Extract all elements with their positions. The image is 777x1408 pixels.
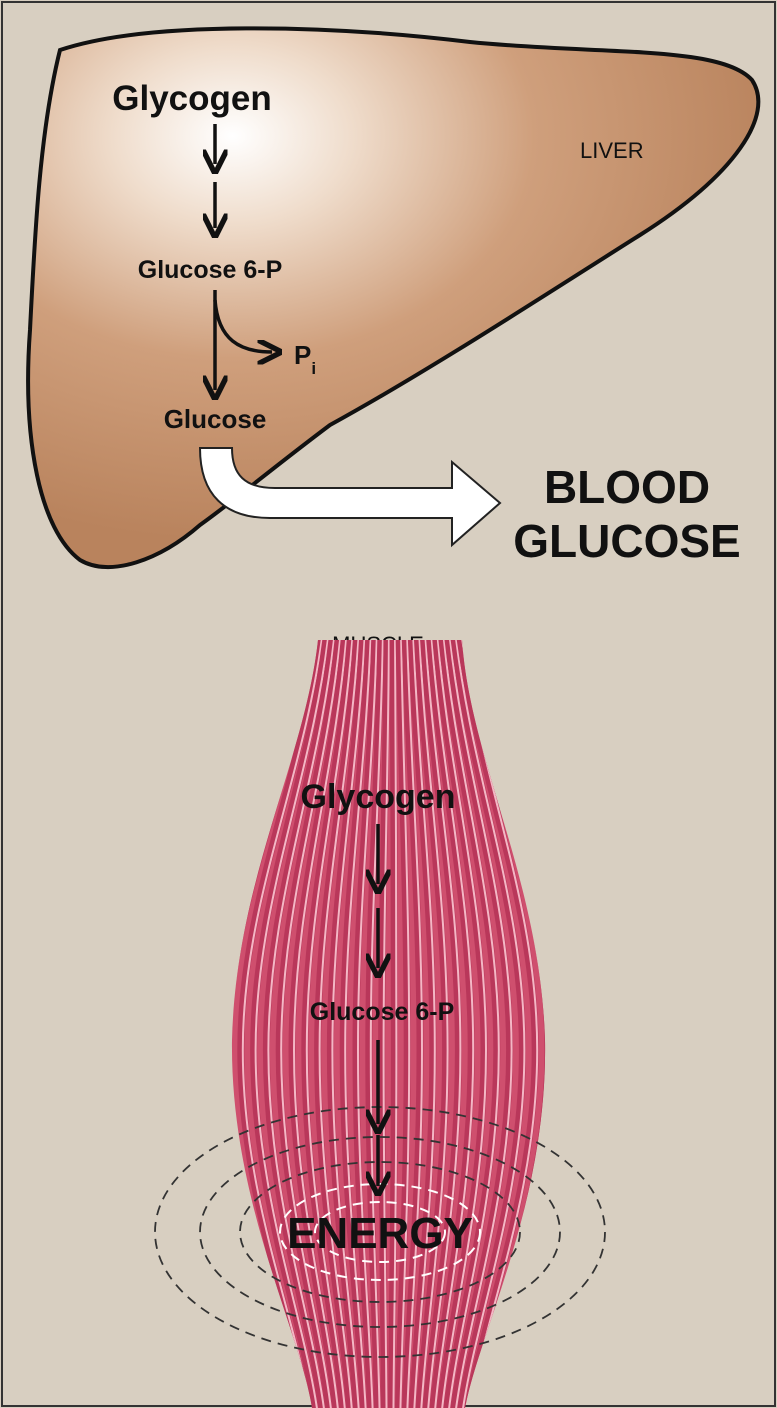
liver-glucose6p-label: Glucose 6-P bbox=[138, 256, 283, 284]
blood-label-line2: GLUCOSE bbox=[513, 515, 740, 567]
liver-glucose-label: Glucose bbox=[164, 404, 267, 434]
muscle-glycogen-label: Glycogen bbox=[301, 778, 456, 816]
energy-label: ENERGY bbox=[287, 1209, 473, 1258]
muscle-glucose6p-label: Glucose 6-P bbox=[310, 998, 455, 1026]
liver-glycogen-label: Glycogen bbox=[112, 79, 271, 118]
liver-label: LIVER bbox=[580, 138, 644, 163]
blood-label-line1: BLOOD bbox=[544, 461, 710, 513]
